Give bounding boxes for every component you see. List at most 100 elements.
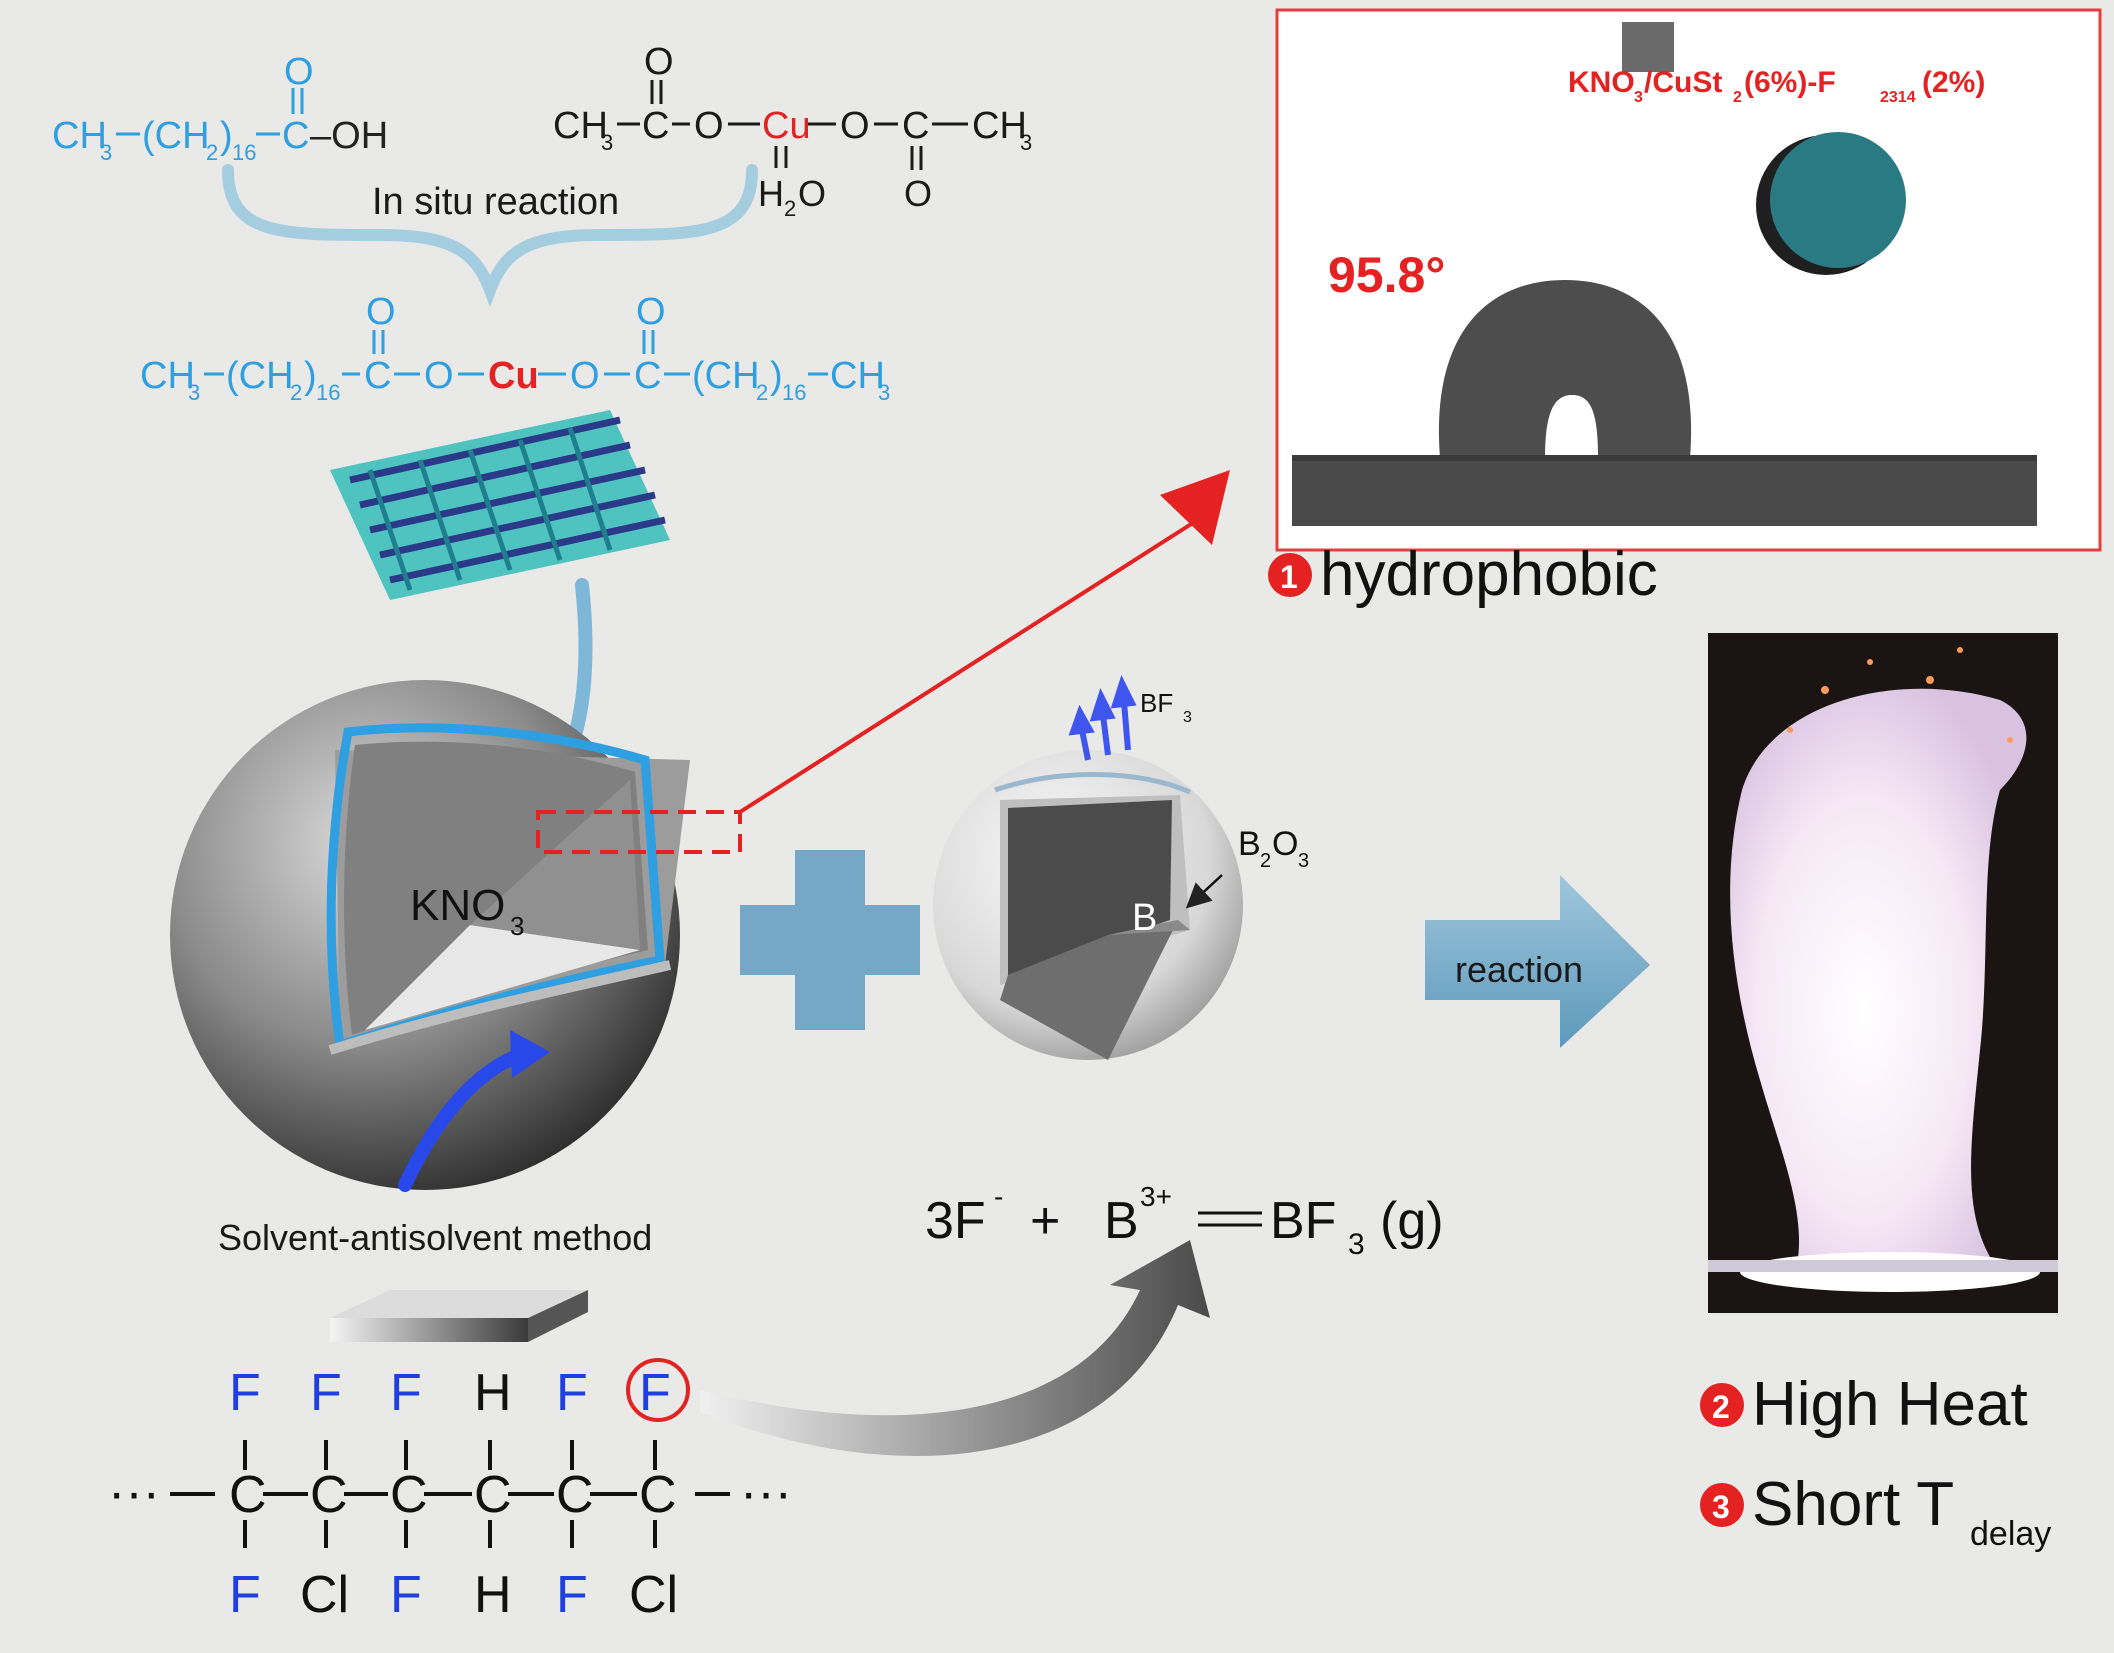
svg-text:3: 3 (878, 380, 890, 405)
svg-text:O: O (284, 51, 314, 93)
fluoropolymer-slab (330, 1290, 588, 1342)
zoom-arrowhead (1160, 470, 1230, 545)
substituent-bottom: F (556, 1566, 588, 1624)
svg-text:+: + (1030, 1192, 1060, 1250)
bf3-gas-arrows (1068, 675, 1137, 761)
svg-text:2: 2 (206, 140, 218, 165)
svg-text:C: C (642, 105, 669, 147)
svg-text:2: 2 (290, 380, 302, 405)
backbone-carbon: C (390, 1466, 428, 1524)
substituent-bottom: F (390, 1566, 422, 1624)
svg-text:3: 3 (1020, 130, 1032, 155)
svg-text:O: O (636, 291, 666, 333)
substituent-top: F (639, 1364, 671, 1422)
svg-text:1: 1 (1280, 559, 1298, 595)
svg-text:2: 2 (756, 380, 768, 405)
svg-text:O: O (798, 173, 826, 214)
svg-text:reaction: reaction (1455, 949, 1583, 990)
property-item: 1 hydrophobic (1268, 540, 1658, 609)
svg-text:O: O (1272, 825, 1298, 863)
reaction-arrow: reaction (1425, 875, 1650, 1048)
svg-text:): ) (770, 355, 783, 397)
svg-text:): ) (220, 115, 233, 157)
svg-text:C: C (634, 355, 661, 397)
svg-text:delay: delay (1970, 1515, 2051, 1553)
kno3-core-shell-particle: KNO 3 (170, 680, 690, 1190)
svg-text:hydrophobic: hydrophobic (1320, 540, 1658, 609)
number-badge (1268, 553, 1312, 597)
svg-text:H: H (758, 173, 784, 214)
svg-text:(g): (g) (1380, 1192, 1444, 1250)
substituent-top: F (229, 1364, 261, 1422)
backbone-carbon: C (474, 1466, 512, 1524)
svg-text:3: 3 (1183, 709, 1192, 726)
svg-text:3: 3 (100, 140, 112, 165)
svg-text:3: 3 (510, 911, 524, 941)
svg-text:O: O (840, 105, 870, 147)
bf3-equation: 3F - + B 3+ BF 3 (g) (925, 1181, 1444, 1261)
svg-text:BF: BF (1270, 1192, 1336, 1250)
svg-text:Cu: Cu (762, 105, 811, 147)
substituent-top: F (556, 1364, 588, 1422)
svg-text:(CH: (CH (692, 355, 760, 397)
backbone-carbon: C (556, 1466, 594, 1524)
copper-stearate-formula: CH 3 (CH 2 ) 16 C O O Cu O C O (CH 2 ) 1… (140, 291, 890, 405)
method-arrow (398, 1048, 527, 1192)
svg-text:2: 2 (784, 196, 796, 221)
svg-text:3: 3 (188, 380, 200, 405)
svg-text:3: 3 (1298, 850, 1309, 872)
svg-text:3+: 3+ (1140, 1181, 1172, 1212)
svg-text:(CH: (CH (226, 355, 294, 397)
svg-text:(2%): (2%) (1922, 66, 1985, 99)
svg-text:···: ··· (740, 1464, 792, 1522)
svg-text:3: 3 (1712, 1489, 1730, 1525)
boron-core-label: B (1132, 897, 1157, 939)
svg-text:CH: CH (972, 105, 1027, 147)
substituent-top: H (474, 1364, 512, 1422)
method-label: Solvent-antisolvent method (218, 1217, 652, 1258)
svg-text:C: C (902, 105, 929, 147)
sample-name-label: KNO 3 /CuSt 2 (6%)-F 2314 (2%) (1568, 66, 1985, 106)
substituent-bottom: H (474, 1566, 512, 1624)
svg-text:3: 3 (601, 130, 613, 155)
svg-text:O: O (694, 105, 724, 147)
svg-text:···: ··· (108, 1464, 160, 1522)
svg-text:2314: 2314 (1880, 89, 1916, 106)
svg-text:(6%)-F: (6%)-F (1744, 66, 1836, 99)
substituent-top: F (310, 1364, 342, 1422)
backbone-carbon: C (229, 1466, 267, 1524)
svg-text:CH: CH (830, 355, 885, 397)
number-badge (1700, 1383, 1744, 1427)
svg-text:High Heat: High Heat (1752, 1370, 2028, 1439)
shell-highlight-box (536, 810, 742, 854)
boron-particle: B B 2 O 3 (933, 750, 1309, 1060)
svg-text:3: 3 (1634, 89, 1643, 106)
substituent-bottom: F (229, 1566, 261, 1624)
svg-text:B: B (1238, 825, 1261, 863)
svg-text:16: 16 (232, 140, 256, 165)
svg-text:C: C (364, 355, 391, 397)
svg-text:CH: CH (140, 355, 195, 397)
svg-text:-: - (994, 1181, 1003, 1212)
svg-text:CH: CH (553, 105, 608, 147)
bf3-label: BF (1140, 688, 1173, 718)
svg-text:Short T: Short T (1752, 1470, 1954, 1539)
svg-text:): ) (304, 355, 317, 397)
svg-text:O: O (424, 355, 454, 397)
svg-text:CH: CH (52, 115, 107, 157)
number-badge (1700, 1483, 1744, 1527)
reaction-brace (222, 164, 758, 308)
copper-acetate-formula: CH 3 C O O Cu H 2 O O C O CH 3 (553, 41, 1032, 221)
svg-text:O: O (366, 291, 396, 333)
svg-text:2: 2 (1733, 89, 1742, 106)
svg-text:16: 16 (782, 380, 806, 405)
svg-text:KNO: KNO (1568, 66, 1635, 99)
svg-text:C: C (282, 115, 309, 157)
svg-text:3F: 3F (925, 1192, 986, 1250)
svg-text:16: 16 (316, 380, 340, 405)
substituent-top: F (390, 1364, 422, 1422)
stearate-lattice-sheet (330, 410, 670, 600)
